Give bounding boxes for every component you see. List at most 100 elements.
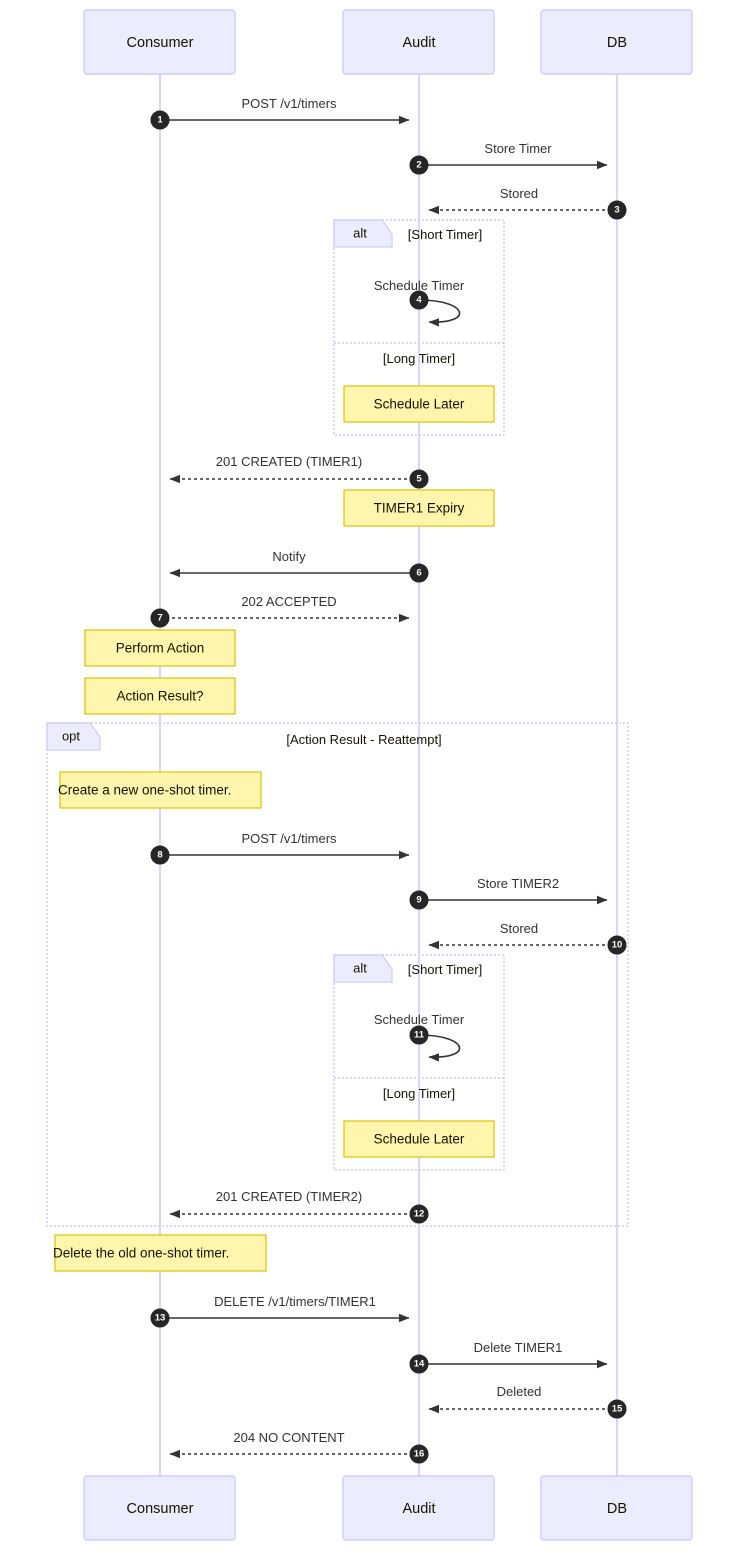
actor-box-consumer-bottom[interactable] xyxy=(83,1475,236,1541)
message-8-number: 8 xyxy=(157,850,162,861)
message-1-badge xyxy=(150,110,170,130)
note-schedule-later-2-text: Schedule Later xyxy=(374,1132,465,1147)
actor-header-consumer[interactable]: Consumer xyxy=(83,9,236,75)
message-4-number: 4 xyxy=(416,295,422,306)
message-15[interactable]: Deleted 15 xyxy=(428,1384,627,1419)
note-perform-action-text: Perform Action xyxy=(116,641,205,656)
message-12[interactable]: 201 CREATED (TIMER2) 12 xyxy=(169,1189,429,1224)
fragment-alt-1-tab xyxy=(333,219,393,248)
message-3-number: 3 xyxy=(614,205,619,216)
actor-header-audit[interactable]: Audit xyxy=(342,9,495,75)
note-action-result: Action Result? xyxy=(84,677,236,715)
message-2-number: 2 xyxy=(416,160,421,171)
message-7[interactable]: 202 ACCEPTED 7 xyxy=(150,594,410,628)
message-11-number: 11 xyxy=(414,1030,425,1041)
message-11-self-loop xyxy=(418,1034,461,1062)
message-2-badge xyxy=(409,155,429,175)
note-create-new-timer-box xyxy=(59,771,262,809)
message-5[interactable]: 201 CREATED (TIMER1) 5 xyxy=(169,454,429,489)
message-13[interactable]: DELETE /v1/timers/TIMER1 13 xyxy=(150,1294,410,1328)
message-1-number: 1 xyxy=(157,115,163,126)
message-10-badge xyxy=(607,935,627,955)
fragment-opt-1-kind-label: opt xyxy=(62,728,80,743)
actor-header-db[interactable]: DB xyxy=(540,9,693,75)
actor-footer-consumer[interactable]: Consumer xyxy=(83,1475,236,1541)
note-perform-action-box xyxy=(84,629,236,667)
message-12-number: 12 xyxy=(414,1209,425,1220)
fragment-alt-1-condition-0: [Short Timer] xyxy=(408,227,482,242)
message-9[interactable]: Store TIMER2 9 xyxy=(409,876,608,910)
message-6-badge xyxy=(409,563,429,583)
note-schedule-later-2: Schedule Later xyxy=(343,1120,495,1158)
message-12-label: 201 CREATED (TIMER2) xyxy=(216,1189,362,1204)
message-3[interactable]: Stored 3 xyxy=(428,186,627,220)
fragment-alt-2-condition-0: [Short Timer] xyxy=(408,962,482,977)
actor-label-db-bottom: DB xyxy=(607,1501,627,1517)
message-6[interactable]: Notify 6 xyxy=(169,549,429,583)
message-7-label: 202 ACCEPTED xyxy=(241,594,336,609)
fragment-alt-2: alt [Short Timer] [Long Timer] xyxy=(333,954,505,1171)
message-14-number: 14 xyxy=(414,1359,425,1370)
message-14[interactable]: Delete TIMER1 14 xyxy=(409,1340,608,1374)
note-schedule-later-2-box xyxy=(343,1120,495,1158)
message-16-badge xyxy=(409,1444,429,1464)
message-4[interactable]: Schedule Timer 4 xyxy=(374,278,465,327)
message-16[interactable]: 204 NO CONTENT 16 xyxy=(169,1430,429,1464)
message-11-badge xyxy=(409,1025,429,1045)
fragment-alt-1-border xyxy=(333,219,505,436)
actor-label-audit: Audit xyxy=(402,35,435,51)
message-13-number: 13 xyxy=(155,1313,166,1324)
note-create-new-timer: Create a new one-shot timer. xyxy=(58,771,262,809)
actor-box-db-bottom[interactable] xyxy=(540,1475,693,1541)
fragment-opt-1-border xyxy=(46,722,629,1227)
fragment-opt-1: opt [Action Result - Reattempt] xyxy=(46,722,629,1227)
message-14-label: Delete TIMER1 xyxy=(474,1340,563,1355)
fragment-opt-1-condition-0: [Action Result - Reattempt] xyxy=(286,732,441,747)
fragment-alt-2-tab xyxy=(333,954,393,983)
message-12-badge xyxy=(409,1204,429,1224)
actor-label-consumer-bottom: Consumer xyxy=(127,1501,194,1517)
message-1[interactable]: POST /v1/timers 1 xyxy=(150,96,410,130)
message-10-number: 10 xyxy=(612,940,623,951)
actor-footer-db[interactable]: DB xyxy=(540,1475,693,1541)
message-8-label: POST /v1/timers xyxy=(241,831,337,846)
actor-label-consumer: Consumer xyxy=(127,35,194,51)
actor-box-audit-bottom[interactable] xyxy=(342,1475,495,1541)
note-delete-old-timer-text: Delete the old one-shot timer. xyxy=(53,1246,229,1261)
message-8-badge xyxy=(150,845,170,865)
message-10-label: Stored xyxy=(500,921,538,936)
message-4-badge xyxy=(409,290,429,310)
message-2[interactable]: Store Timer 2 xyxy=(409,141,608,175)
note-timer1-expiry-text: TIMER1 Expiry xyxy=(374,501,465,516)
message-16-label: 204 NO CONTENT xyxy=(233,1430,344,1445)
actor-label-db: DB xyxy=(607,35,627,51)
fragment-alt-1-kind-label: alt xyxy=(353,225,367,240)
note-create-new-timer-text: Create a new one-shot timer. xyxy=(58,783,231,798)
message-9-badge xyxy=(409,890,429,910)
message-13-badge xyxy=(150,1308,170,1328)
fragment-alt-2-condition-1: [Long Timer] xyxy=(383,1086,455,1101)
note-delete-old-timer-box xyxy=(54,1234,267,1272)
message-16-number: 16 xyxy=(414,1449,425,1460)
message-14-badge xyxy=(409,1354,429,1374)
message-8[interactable]: POST /v1/timers 8 xyxy=(150,831,410,865)
message-7-number: 7 xyxy=(157,613,162,624)
note-schedule-later-1-box xyxy=(343,385,495,423)
actor-label-audit-bottom: Audit xyxy=(402,1501,435,1517)
message-4-label: Schedule Timer xyxy=(374,278,465,293)
message-5-label: 201 CREATED (TIMER1) xyxy=(216,454,362,469)
fragment-alt-1: alt [Short Timer] [Long Timer] xyxy=(333,219,505,436)
fragment-alt-2-kind-label: alt xyxy=(353,960,367,975)
note-delete-old-timer: Delete the old one-shot timer. xyxy=(53,1234,267,1272)
actor-footer-audit[interactable]: Audit xyxy=(342,1475,495,1541)
message-10[interactable]: Stored 10 xyxy=(428,921,627,955)
message-15-label: Deleted xyxy=(497,1384,542,1399)
fragment-alt-2-border xyxy=(333,954,505,1171)
note-timer1-expiry: TIMER1 Expiry xyxy=(343,489,495,527)
message-9-label: Store TIMER2 xyxy=(477,876,559,891)
message-11[interactable]: Schedule Timer 11 xyxy=(374,1012,465,1062)
message-5-badge xyxy=(409,469,429,489)
note-schedule-later-1-text: Schedule Later xyxy=(374,397,465,412)
note-timer1-expiry-box xyxy=(343,489,495,527)
